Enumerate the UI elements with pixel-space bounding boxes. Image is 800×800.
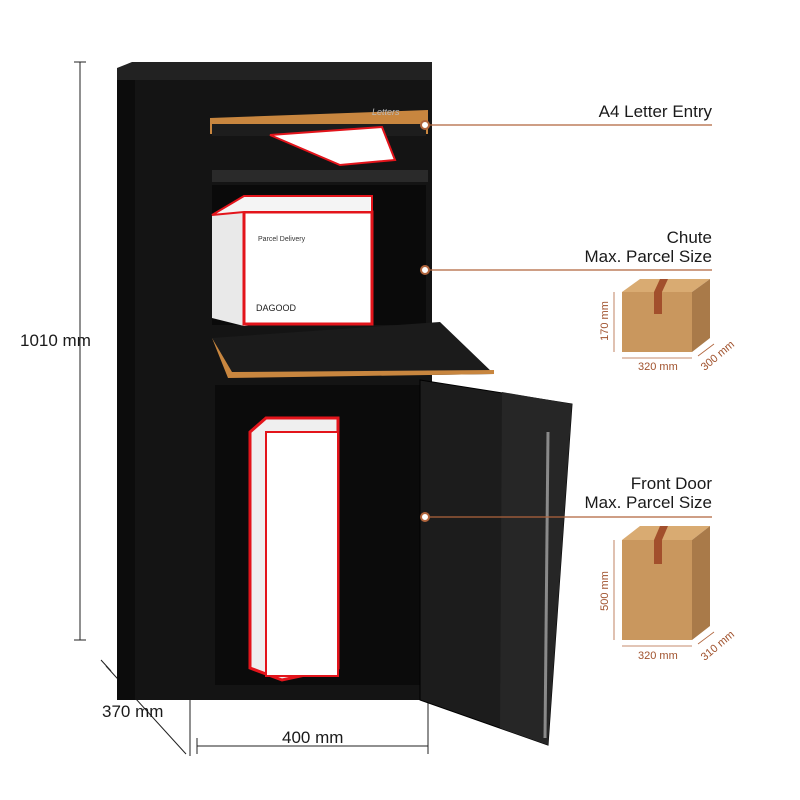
- letter-entry-label: A4 Letter Entry: [598, 102, 712, 121]
- chute-title: Chute: [666, 228, 712, 247]
- parcel-box: [242, 210, 374, 326]
- chute-box-icon: [613, 279, 715, 359]
- callout-lines: [430, 124, 712, 518]
- parcel-label: Parcel Delivery: [258, 236, 306, 243]
- door-box-icon: [613, 526, 715, 647]
- slot-label: Letters: [372, 107, 400, 117]
- height-dimension: 1010 mm: [20, 331, 91, 350]
- door-box-height: 500 mm: [598, 571, 611, 611]
- letter-entry-dot: [420, 120, 430, 130]
- door-title: Front Door: [630, 474, 712, 493]
- chute-box-height: 170 mm: [598, 301, 611, 341]
- flap: [212, 170, 428, 182]
- depth-dimension: 370 mm: [102, 702, 164, 721]
- door-subtitle: Max. Parcel Size: [584, 493, 712, 512]
- brand-label: DAGOOD: [256, 303, 297, 313]
- door-handle[interactable]: [543, 431, 550, 739]
- letter: [269, 125, 397, 167]
- chute-dot: [420, 265, 430, 275]
- width-dimension: 400 mm: [282, 728, 344, 747]
- door-dot: [420, 512, 430, 522]
- door-box-width: 320 mm: [638, 650, 678, 662]
- chute-subtitle: Max. Parcel Size: [584, 247, 712, 266]
- chute-shelf: [212, 322, 494, 378]
- chute-box-width: 320 mm: [638, 361, 678, 373]
